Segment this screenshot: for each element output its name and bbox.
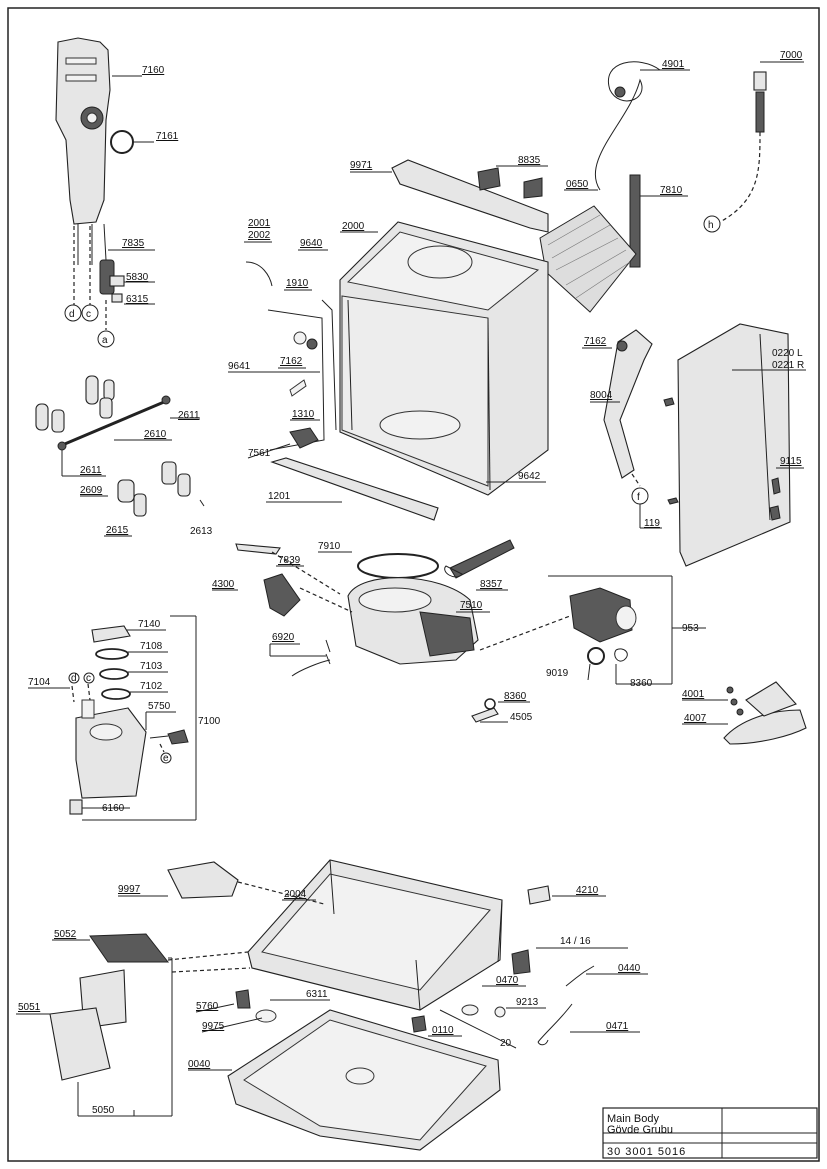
part-label-2609: 2609 — [80, 485, 103, 496]
part-label-5051: 5051 — [18, 1002, 41, 1013]
part-label-9213: 9213 — [516, 997, 539, 1008]
part-label-2001: 2001 — [248, 218, 271, 229]
part-label-20: 20 — [500, 1038, 512, 1049]
part-label-2613: 2613 — [190, 526, 213, 537]
part-label-0471: 0471 — [606, 1021, 629, 1032]
part-label-1201: 1201 — [268, 491, 291, 502]
part-label-7000: 7000 — [780, 50, 803, 61]
part-label-7835: 7835 — [122, 238, 145, 249]
part-label-9019: 9019 — [546, 668, 569, 679]
part-label-7839: 7839 — [278, 555, 301, 566]
part-label-7561: 7561 — [248, 448, 271, 459]
part-label-5750: 5750 — [148, 701, 171, 712]
callout-c: c — [86, 309, 91, 320]
part-label-0220l: 0220 L — [772, 348, 803, 359]
part-label-2611-top: 2611 — [178, 410, 200, 421]
part-label-2610: 2610 — [144, 429, 167, 440]
callout-e: e — [163, 753, 169, 764]
part-label-8360: 8360 — [504, 691, 527, 702]
part-label-9997: 9997 — [118, 884, 141, 895]
part-label-6160: 6160 — [102, 803, 125, 814]
part-label-9115: 9115 — [780, 456, 802, 467]
part-label-7104: 7104 — [28, 677, 51, 688]
part-label-4300: 4300 — [212, 579, 235, 590]
part-label-8004: 8004 — [590, 390, 613, 401]
part-label-2611-bottom: 2611 — [80, 465, 102, 476]
part-label-9971: 9971 — [350, 160, 373, 171]
part-label-1310: 1310 — [292, 409, 315, 420]
part-label-0110: 0110 — [432, 1025, 454, 1036]
part-label-0650: 0650 — [566, 179, 589, 190]
part-label-6920: 6920 — [272, 632, 295, 643]
part-label-7108: 7108 — [140, 641, 163, 652]
parts-artwork — [35, 37, 807, 1151]
part-labels: 7160 7161 7835 5830 6315 d c a 4901 7000… — [18, 50, 804, 1116]
part-label-4210: 4210 — [576, 885, 599, 896]
part-label-7161: 7161 — [156, 131, 179, 142]
part-label-8835: 8835 — [518, 155, 541, 166]
part-label-5830: 5830 — [126, 272, 149, 283]
part-label-7140: 7140 — [138, 619, 161, 630]
part-label-6315: 6315 — [126, 294, 149, 305]
part-label-7100: 7100 — [198, 716, 221, 727]
part-label-7160: 7160 — [142, 65, 165, 76]
part-label-9641: 9641 — [228, 361, 251, 372]
part-label-2000: 2000 — [342, 221, 365, 232]
part-label-0440: 0440 — [618, 963, 641, 974]
part-label-14-16: 14 / 16 — [560, 936, 591, 947]
callout-a: a — [102, 335, 108, 346]
part-label-7810: 7810 — [660, 185, 683, 196]
callout-d: d — [69, 309, 75, 320]
leader-lines — [16, 61, 806, 1117]
part-label-9975: 9975 — [202, 1021, 225, 1032]
part-label-2615: 2615 — [106, 525, 129, 536]
part-label-0470: 0470 — [496, 975, 519, 986]
title-block: Main Body Gövde Grubu 30 3001 5016 — [602, 1107, 818, 1159]
part-label-8360-pump: 8360 — [630, 678, 653, 689]
part-label-7910: 7910 — [318, 541, 341, 552]
part-label-4505: 4505 — [510, 712, 533, 723]
part-label-0221r: 0221 R — [772, 360, 804, 371]
part-label-7510: 7510 — [460, 600, 483, 611]
callout-h: h — [708, 220, 714, 231]
part-label-4001: 4001 — [682, 689, 705, 700]
part-label-1910: 1910 — [286, 278, 309, 289]
part-label-2004: 2004 — [284, 889, 307, 900]
part-label-4007: 4007 — [684, 713, 707, 724]
part-label-953: 953 — [682, 623, 699, 634]
part-label-9642: 9642 — [518, 471, 541, 482]
part-label-7162-arm: 7162 — [584, 336, 607, 347]
part-label-5050: 5050 — [92, 1105, 115, 1116]
callout-f: f — [637, 492, 640, 503]
callout-c-heater: c — [86, 673, 91, 684]
drawing-code: 30 3001 5016 — [607, 1146, 686, 1158]
callout-d-heater: d — [71, 673, 77, 684]
part-label-0040: 0040 — [188, 1059, 211, 1070]
part-label-7162: 7162 — [280, 356, 303, 367]
part-label-4901: 4901 — [662, 59, 685, 70]
part-label-5760: 5760 — [196, 1001, 219, 1012]
part-label-2002: 2002 — [248, 230, 271, 241]
part-label-8357: 8357 — [480, 579, 503, 590]
part-label-7103: 7103 — [140, 661, 163, 672]
part-label-6311: 6311 — [306, 989, 328, 1000]
title-line-1: Main Body — [607, 1113, 659, 1125]
part-label-7102: 7102 — [140, 681, 163, 692]
title-line-2: Gövde Grubu — [607, 1124, 673, 1136]
part-label-9640: 9640 — [300, 238, 323, 249]
part-label-5052: 5052 — [54, 929, 77, 940]
part-label-119: 119 — [644, 518, 660, 529]
